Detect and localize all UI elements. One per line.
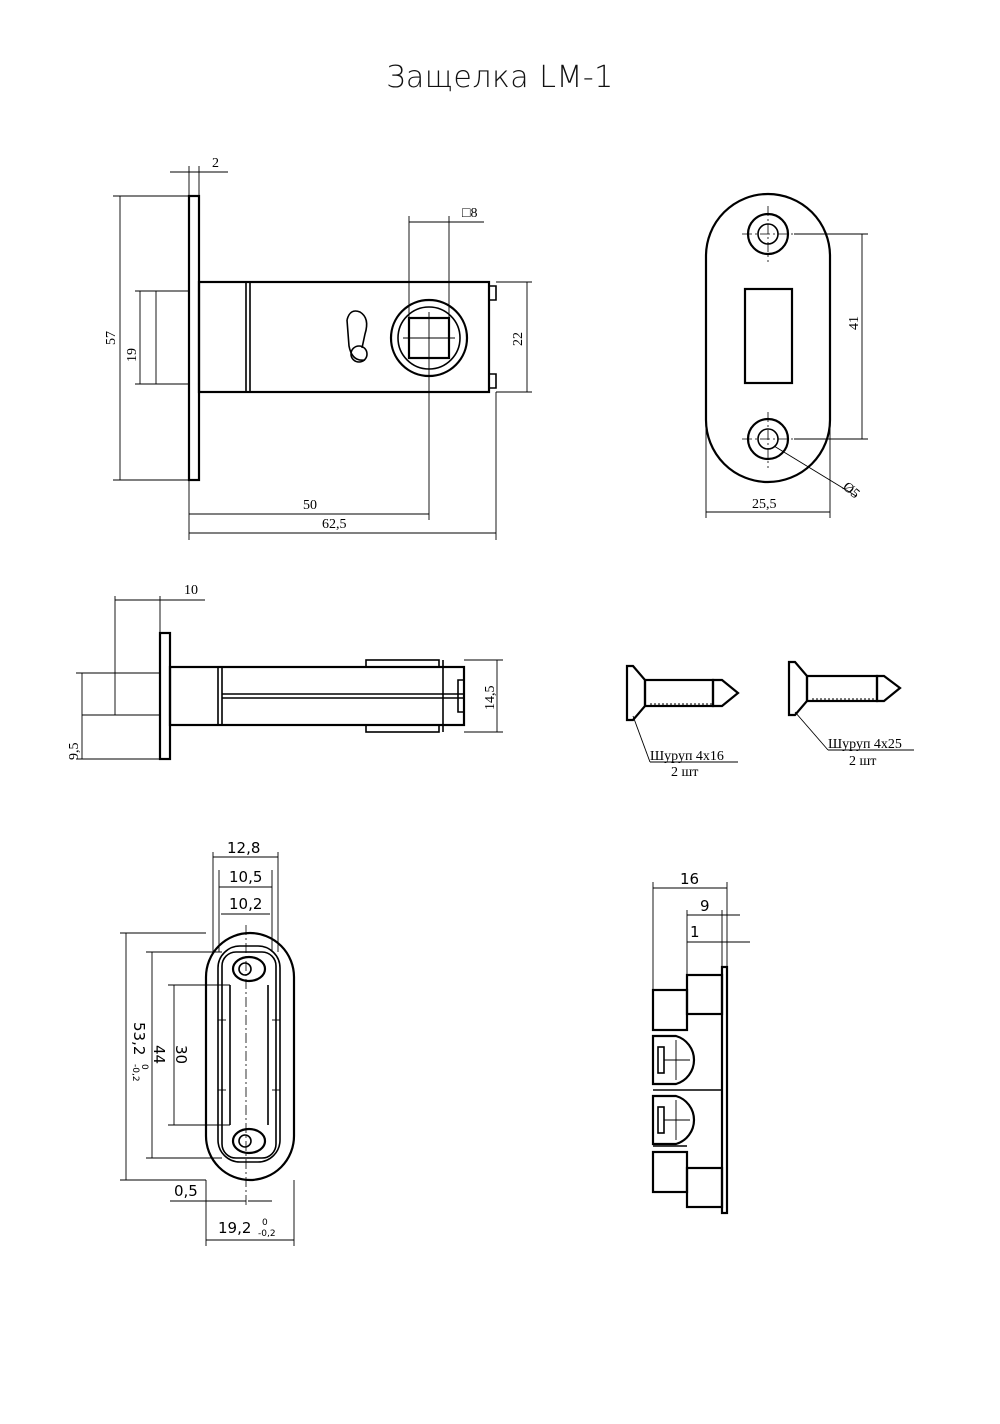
faceplate-view: 12,8 10,5 10,2 30 44 53,2 0 -0,2 0,5 (120, 839, 296, 1246)
strike-side-view: 16 9 1 (651, 870, 750, 1215)
dim-strike-inner: 9 (700, 897, 710, 915)
dim-total-length: 62,5 (322, 517, 347, 532)
dim-offset: 0,5 (174, 1182, 198, 1200)
dim-length-tol: -0,2 (130, 1064, 140, 1082)
front-faceplate (187, 194, 201, 482)
dim-hole-spacing: 41 (847, 316, 862, 330)
dim-plate-half: 9,5 (67, 743, 82, 761)
dim-height: 57 (104, 331, 119, 345)
dim-bolt-window: 19 (125, 348, 140, 362)
screw-1-label: Шуруп 4x16 (650, 749, 724, 764)
screw-4x16: Шуруп 4x16 2 шт (625, 664, 740, 780)
screw-2-label: Шуруп 4x25 (828, 737, 902, 752)
dim-plate-thickness: 2 (212, 156, 219, 171)
dim-length: 53,2 (130, 1022, 148, 1055)
strike-plate-window (743, 287, 794, 385)
strike-plate-view: 41 25,5 Ø5 (704, 192, 868, 518)
dim-strike-plate: 1 (690, 923, 700, 941)
front-body (197, 280, 491, 394)
dim-plate-offset: 10 (184, 583, 198, 598)
faceplate-outline (204, 931, 296, 1182)
top-view: 10 9,5 14,5 (67, 583, 503, 761)
dim-faceplate-width: 19,2 (218, 1219, 251, 1237)
strike-plate-outline (704, 192, 832, 484)
dim-plate-width: 25,5 (752, 497, 777, 512)
front-view: 2 □8 57 19 22 50 62,5 (104, 156, 532, 540)
dim-backset: 50 (303, 498, 317, 513)
dim-strike-depth: 16 (680, 870, 699, 888)
dim-width-a: 12,8 (227, 839, 260, 857)
screw-4x25: Шуруп 4x25 2 шт (787, 660, 914, 769)
dim-width-b: 10,5 (229, 868, 262, 886)
top-faceplate (158, 631, 172, 761)
dim-width-c: 10,2 (229, 895, 262, 913)
top-body (168, 665, 466, 727)
dim-body-height: 22 (511, 332, 526, 346)
screw-2-qty: 2 шт (849, 754, 876, 769)
dim-square: □8 (462, 206, 477, 221)
page-title: Защелка LM-1 (386, 60, 614, 95)
dim-width-tol: -0,2 (258, 1229, 276, 1239)
dim-length-tol-top: 0 (139, 1064, 149, 1070)
dim-width-tol-top: 0 (262, 1218, 268, 1228)
dim-slot: 30 (172, 1045, 190, 1064)
dim-hole-diameter: Ø5 (839, 480, 862, 502)
screw-1-qty: 2 шт (671, 765, 698, 780)
dim-body-width: 14,5 (483, 686, 498, 711)
dim-holes: 44 (150, 1045, 168, 1064)
front-slot (346, 310, 368, 349)
